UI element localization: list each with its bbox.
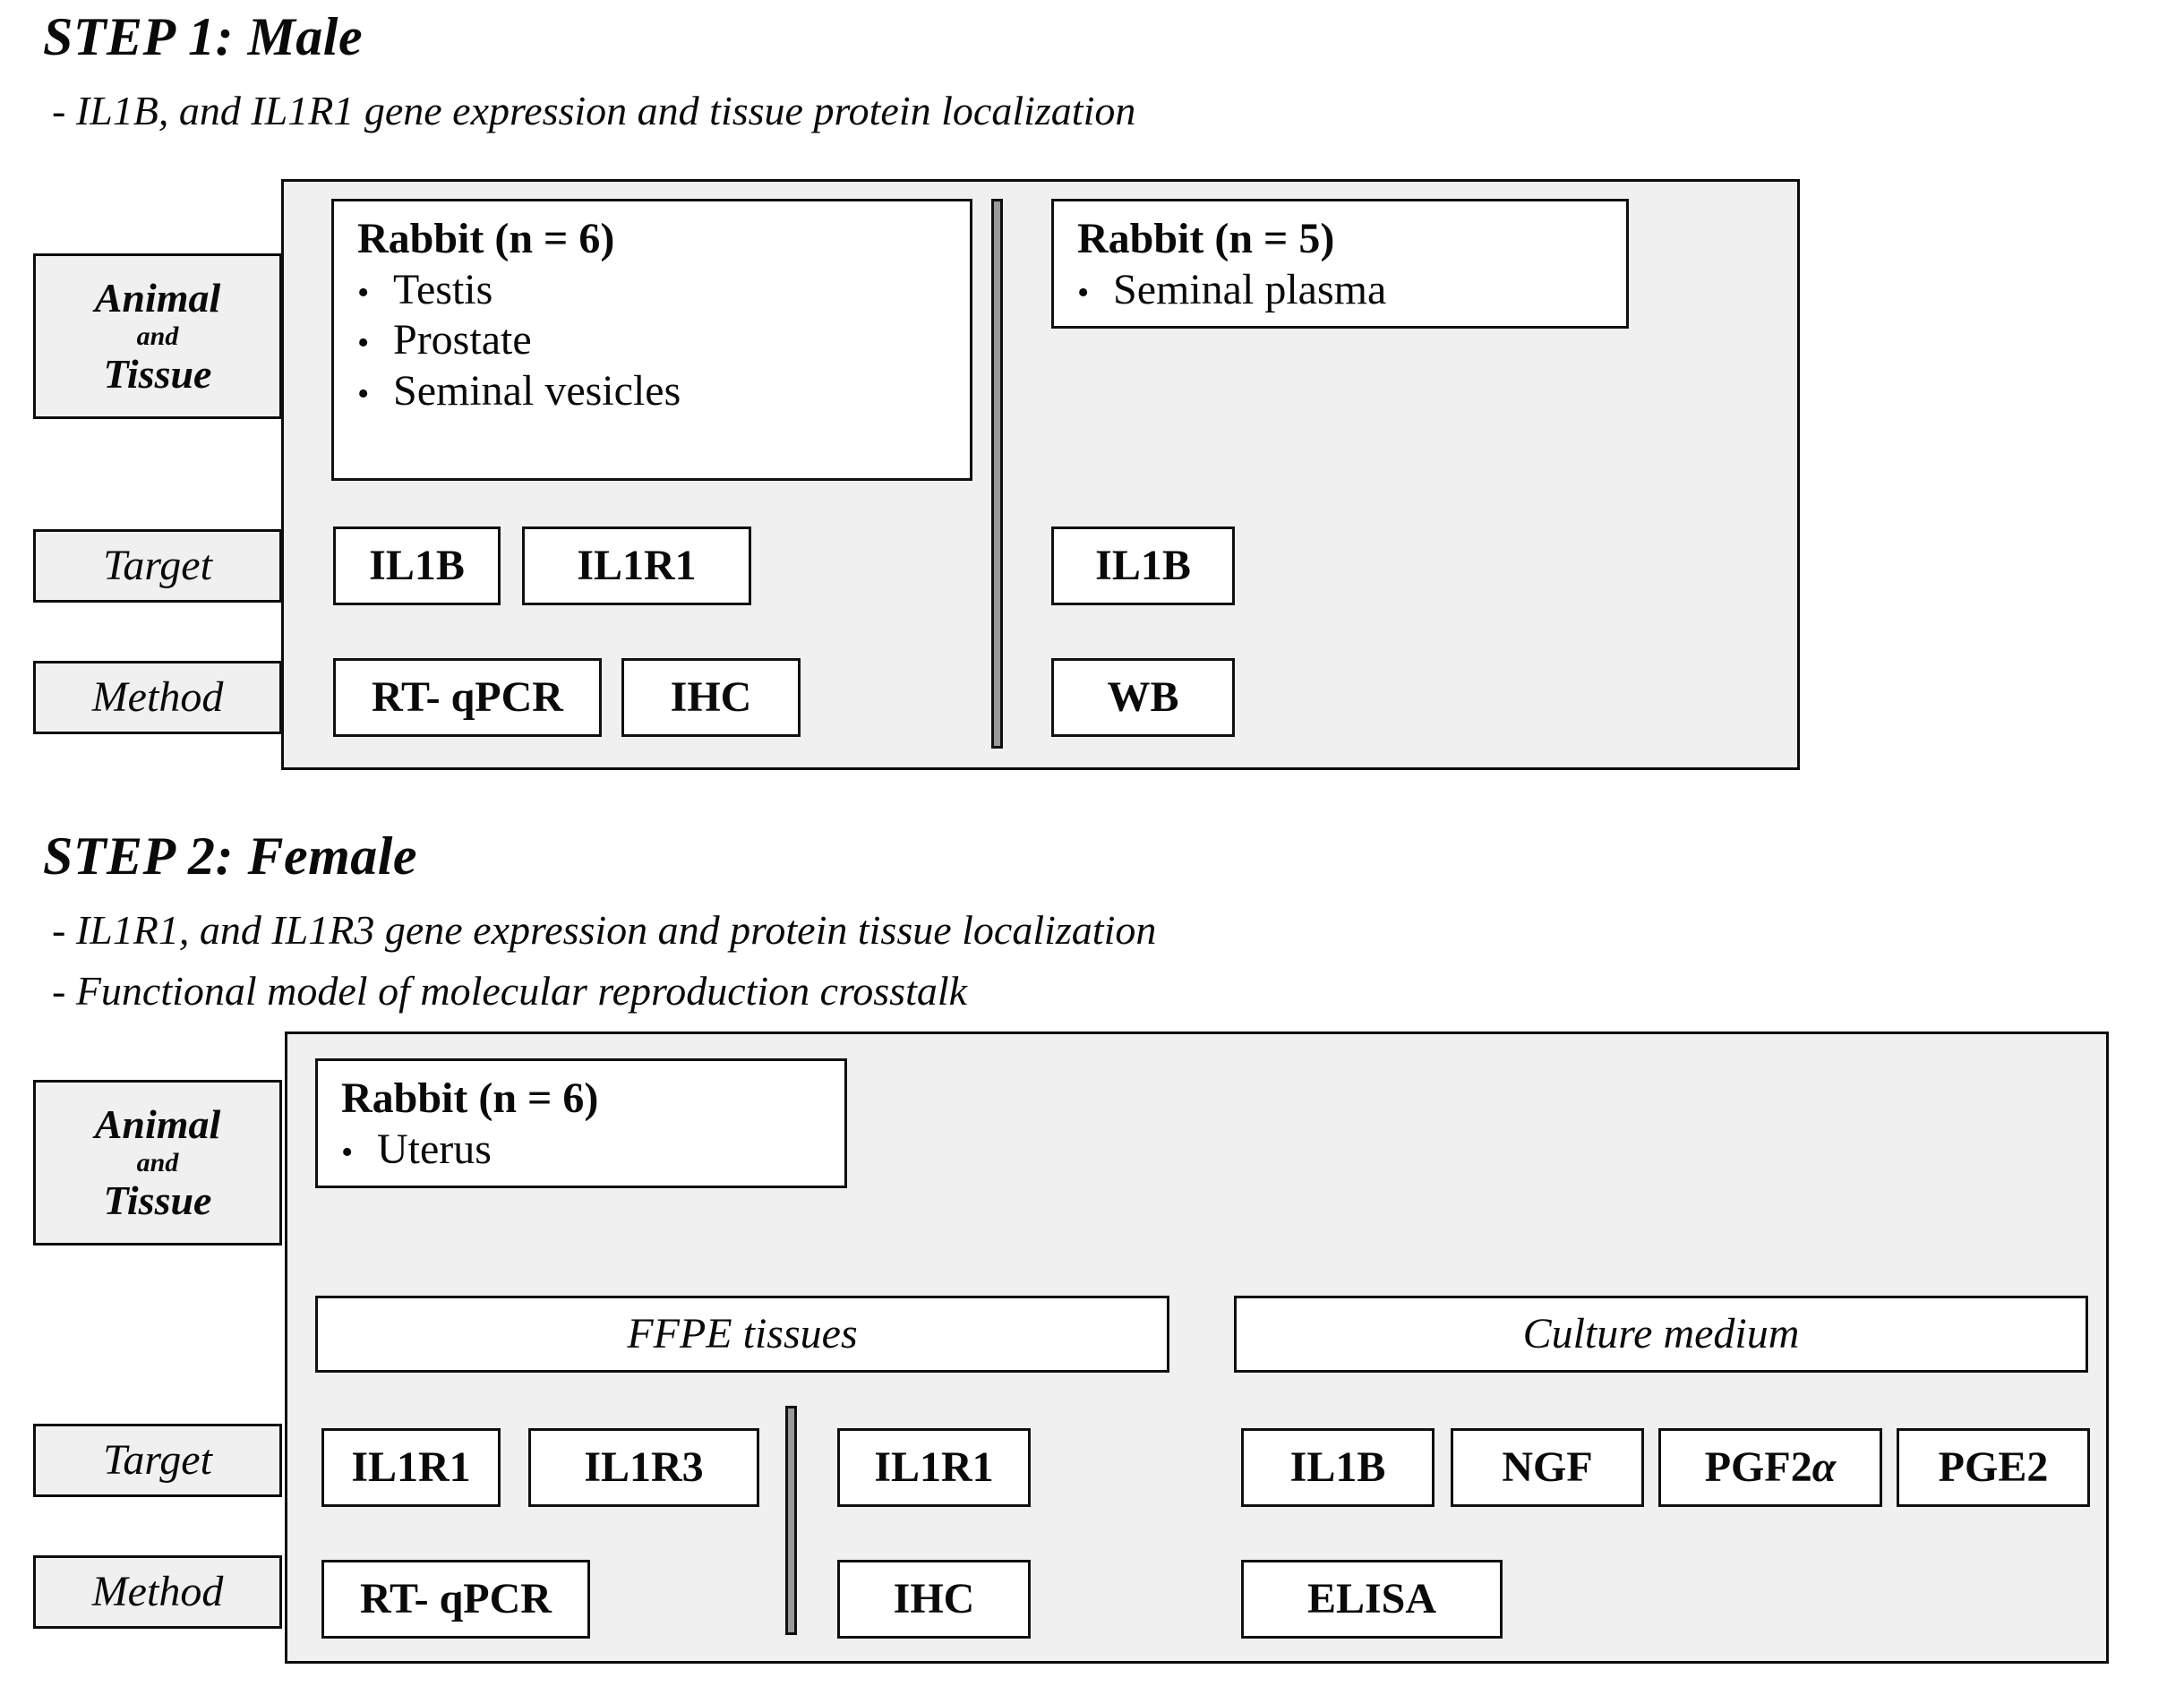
step1-target-chip-il1r1: IL1R1 bbox=[522, 526, 751, 605]
chip-label: IL1B bbox=[1289, 1443, 1386, 1491]
step1-subtitle-1: - IL1B, and IL1R1 gene expression and ti… bbox=[52, 88, 1136, 133]
chip-label: IL1R1 bbox=[874, 1443, 994, 1491]
target-label-text: Target bbox=[103, 542, 212, 590]
step2-target-chip-il1r3-qpcr: IL1R3 bbox=[528, 1428, 759, 1507]
list-item: • Seminal vesicles bbox=[357, 366, 946, 417]
step2-target-chip-il1r1-ihc: IL1R1 bbox=[837, 1428, 1031, 1507]
step2-target-chip-il1b: IL1B bbox=[1241, 1428, 1435, 1507]
step2-label-method: Method bbox=[33, 1555, 282, 1629]
tissue-label-text: Tissue bbox=[103, 1177, 212, 1224]
rabbit-n6-title: Rabbit (n = 6) bbox=[341, 1074, 599, 1122]
step1-label-target: Target bbox=[33, 529, 282, 603]
tissue-item-text: Prostate bbox=[393, 316, 532, 364]
bullet-icon: • bbox=[357, 374, 370, 413]
step2-method-chip-ihc: IHC bbox=[837, 1560, 1031, 1639]
step1-method-chip-ihc: IHC bbox=[621, 658, 801, 737]
step2-animal-box: Rabbit (n = 6) • Uterus bbox=[315, 1058, 847, 1188]
step2-sample-bar-ffpe: FFPE tissues bbox=[315, 1296, 1169, 1373]
step2-title: STEP 2: Female bbox=[43, 826, 418, 886]
tissue-item-text: Uterus bbox=[377, 1125, 492, 1173]
step1-column-divider bbox=[991, 199, 1003, 749]
step1-target-chip-il1b: IL1B bbox=[333, 526, 501, 605]
step1-label-method: Method bbox=[33, 661, 282, 734]
step1-title: STEP 1: Male bbox=[43, 7, 364, 66]
rabbit-n5-title: Rabbit (n = 5) bbox=[1077, 215, 1335, 262]
tissue-label-text: Tissue bbox=[103, 351, 212, 398]
step2-column-divider bbox=[785, 1406, 797, 1635]
chip-label: RT- qPCR bbox=[360, 1575, 552, 1622]
step2-target-chip-pge2: PGE2 bbox=[1897, 1428, 2090, 1507]
step2-target-chip-il1r1-qpcr: IL1R1 bbox=[321, 1428, 501, 1507]
chip-label: PGE2 bbox=[1938, 1443, 2049, 1491]
chip-label: IL1R1 bbox=[351, 1443, 471, 1491]
step1-method-chip-rtqpcr: RT- qPCR bbox=[333, 658, 602, 737]
chip-label-base: PGF2 bbox=[1704, 1443, 1812, 1491]
tissue-item-text: Testis bbox=[393, 265, 493, 313]
list-item: • Seminal plasma bbox=[1077, 265, 1603, 316]
step2-target-chip-ngf: NGF bbox=[1451, 1428, 1644, 1507]
list-item: • Uterus bbox=[341, 1125, 821, 1176]
step2-subtitle-2: - Functional model of molecular reproduc… bbox=[52, 968, 968, 1014]
step1-label-animal-tissue: Animal and Tissue bbox=[33, 253, 282, 419]
step1-right-animal-box: Rabbit (n = 5) • Seminal plasma bbox=[1051, 199, 1629, 329]
sample-bar-label: Culture medium bbox=[1522, 1310, 1800, 1357]
bullet-icon: • bbox=[1077, 273, 1090, 312]
chip-label: ELISA bbox=[1306, 1575, 1437, 1622]
step2-target-chip-pgf2a: PGF2α bbox=[1658, 1428, 1882, 1507]
chip-label: IL1R1 bbox=[577, 542, 697, 589]
and-label-text: and bbox=[136, 1147, 179, 1177]
step1-left-animal-box: Rabbit (n = 6) • Testis • Prostate • Sem… bbox=[331, 199, 972, 481]
alpha-glyph: α bbox=[1811, 1443, 1837, 1491]
step2-method-chip-elisa: ELISA bbox=[1241, 1560, 1503, 1639]
step2-subtitle-1: - IL1R1, and IL1R3 gene expression and p… bbox=[52, 907, 1157, 953]
chip-label: IL1B bbox=[1095, 542, 1191, 589]
chip-label: PGF2α bbox=[1705, 1446, 1837, 1489]
sample-bar-label: FFPE tissues bbox=[627, 1310, 858, 1357]
step2-method-chip-rtqpcr: RT- qPCR bbox=[321, 1560, 590, 1639]
chip-label: IL1R3 bbox=[584, 1443, 704, 1491]
method-label-text: Method bbox=[91, 673, 224, 722]
step1-target-chip-right-il1b: IL1B bbox=[1051, 526, 1235, 605]
list-item: • Testis bbox=[357, 265, 946, 316]
step2-label-target: Target bbox=[33, 1424, 282, 1497]
method-label-text: Method bbox=[91, 1568, 224, 1616]
chip-label: WB bbox=[1107, 673, 1179, 721]
chip-label: RT- qPCR bbox=[372, 673, 563, 721]
bullet-icon: • bbox=[357, 324, 370, 363]
animal-label-text: Animal bbox=[94, 275, 221, 321]
chip-label: NGF bbox=[1502, 1443, 1593, 1491]
target-label-text: Target bbox=[103, 1436, 212, 1485]
tissue-item-text: Seminal plasma bbox=[1113, 265, 1387, 313]
and-label-text: and bbox=[136, 321, 179, 351]
animal-label-text: Animal bbox=[94, 1101, 221, 1148]
step2-label-animal-tissue: Animal and Tissue bbox=[33, 1080, 282, 1246]
tissue-item-text: Seminal vesicles bbox=[393, 366, 681, 415]
chip-label: IHC bbox=[670, 673, 752, 721]
bullet-icon: • bbox=[341, 1133, 354, 1171]
step1-method-chip-wb: WB bbox=[1051, 658, 1235, 737]
chip-label: IL1B bbox=[369, 542, 465, 589]
chip-label: IHC bbox=[893, 1575, 975, 1622]
bullet-icon: • bbox=[357, 273, 370, 312]
rabbit-n6-title: Rabbit (n = 6) bbox=[357, 215, 615, 262]
list-item: • Prostate bbox=[357, 315, 946, 366]
step2-sample-bar-culture-medium: Culture medium bbox=[1234, 1296, 2088, 1373]
